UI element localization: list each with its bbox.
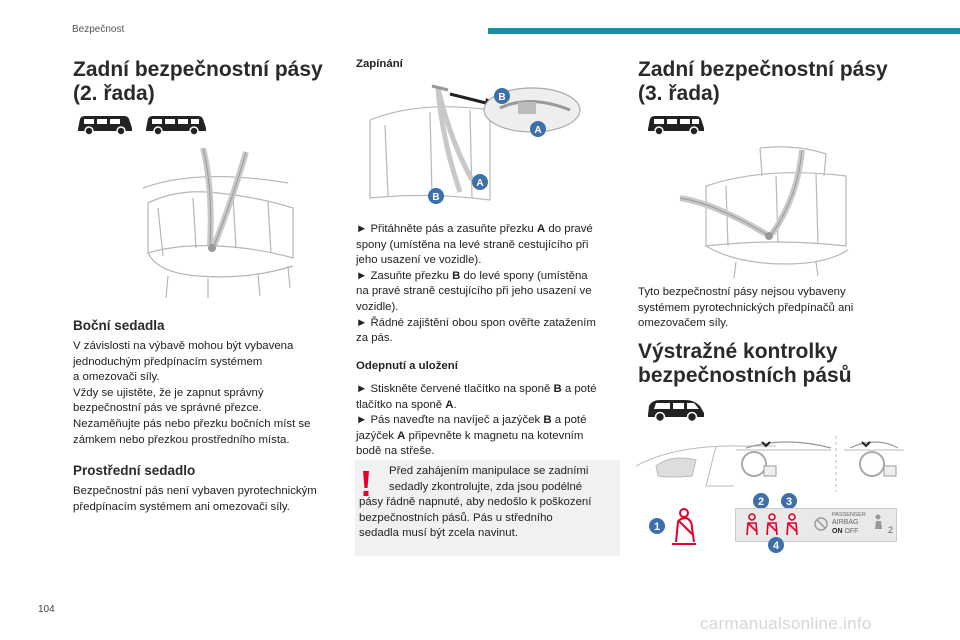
watermark: carmanualsonline.info (700, 614, 872, 633)
svg-text:4: 4 (773, 540, 780, 552)
airbag-panel-text: PASSENGER AIRBAG ON OFF (832, 512, 866, 535)
heading-fastening: Zapínání (356, 58, 403, 70)
van-icon (78, 116, 206, 136)
callout-2: 2 (752, 492, 770, 515)
van-long-icon (648, 116, 704, 136)
seat-count-icon: 2 (875, 514, 893, 535)
heading-release: Odepnutí a uložení (356, 360, 458, 372)
callout-3: 3 (780, 492, 798, 515)
dashboard-illustrations (635, 436, 906, 497)
label-a-top: A (534, 125, 541, 136)
text-middle-seat: Bezpečnostní pás není vybaven pyrotechni… (73, 485, 317, 513)
svg-text:2: 2 (888, 525, 893, 535)
text-release-steps: ► Stiskněte červené tlačítko na sponě B … (356, 383, 597, 458)
heading-middle-seat: Prostřední sedadlo (73, 463, 196, 478)
vehicle-icon-row3 (646, 114, 706, 141)
warning-box: Před zahájením manipulace se zadními sed… (355, 460, 620, 556)
vehicle-icon-warning (646, 398, 706, 427)
airbag-off-icon (814, 517, 828, 531)
heading-side-seats: Boční sedadla (73, 318, 165, 333)
seatbelt-warning-icon (666, 506, 702, 551)
text-row3: Tyto bezpečnostní pásy nejsou vybaveny s… (638, 286, 854, 330)
title-rear-belts-row3: Zadní bezpečnostní pásy (3. řada) (638, 58, 888, 105)
warning-text: Před zahájením manipulace se zadními sed… (359, 465, 592, 540)
passenger-airbag-panel: PASSENGER AIRBAG ON OFF 2 (735, 508, 897, 542)
warning-exclamation-icon (363, 471, 369, 496)
svg-text:2: 2 (758, 496, 764, 508)
page-number: 104 (38, 604, 55, 615)
svg-text:1: 1 (654, 521, 660, 533)
label-b-top: B (498, 92, 505, 103)
label-b-bottom: B (432, 192, 439, 203)
title-rear-belts-row2: Zadní bezpečnostní pásy (2. řada) (73, 58, 323, 105)
rear-seats-row3-illustration (676, 146, 856, 283)
section-label: Bezpečnost (72, 24, 125, 35)
callout-1: 1 (648, 517, 666, 540)
van-side-icon (648, 400, 704, 423)
callout-4: 4 (767, 536, 785, 559)
label-a-bottom: A (476, 178, 483, 189)
header-accent-bar (488, 28, 960, 34)
svg-text:3: 3 (786, 496, 792, 508)
rear-seatbelt-indicators-icon (746, 513, 798, 536)
vehicle-icons-row2 (72, 114, 212, 141)
text-fastening-steps: ► Přitáhněte pás a zasuňte přezku A do p… (356, 223, 596, 345)
rear-seats-row2-illustration (138, 147, 303, 305)
text-side-seats: V závislosti na výbavě mohou být vybaven… (73, 340, 311, 446)
title-belt-warning-lamps: Výstražné kontrolky bezpečnostních pásů (638, 340, 852, 387)
buckle-illustration: B A B A (360, 80, 590, 215)
